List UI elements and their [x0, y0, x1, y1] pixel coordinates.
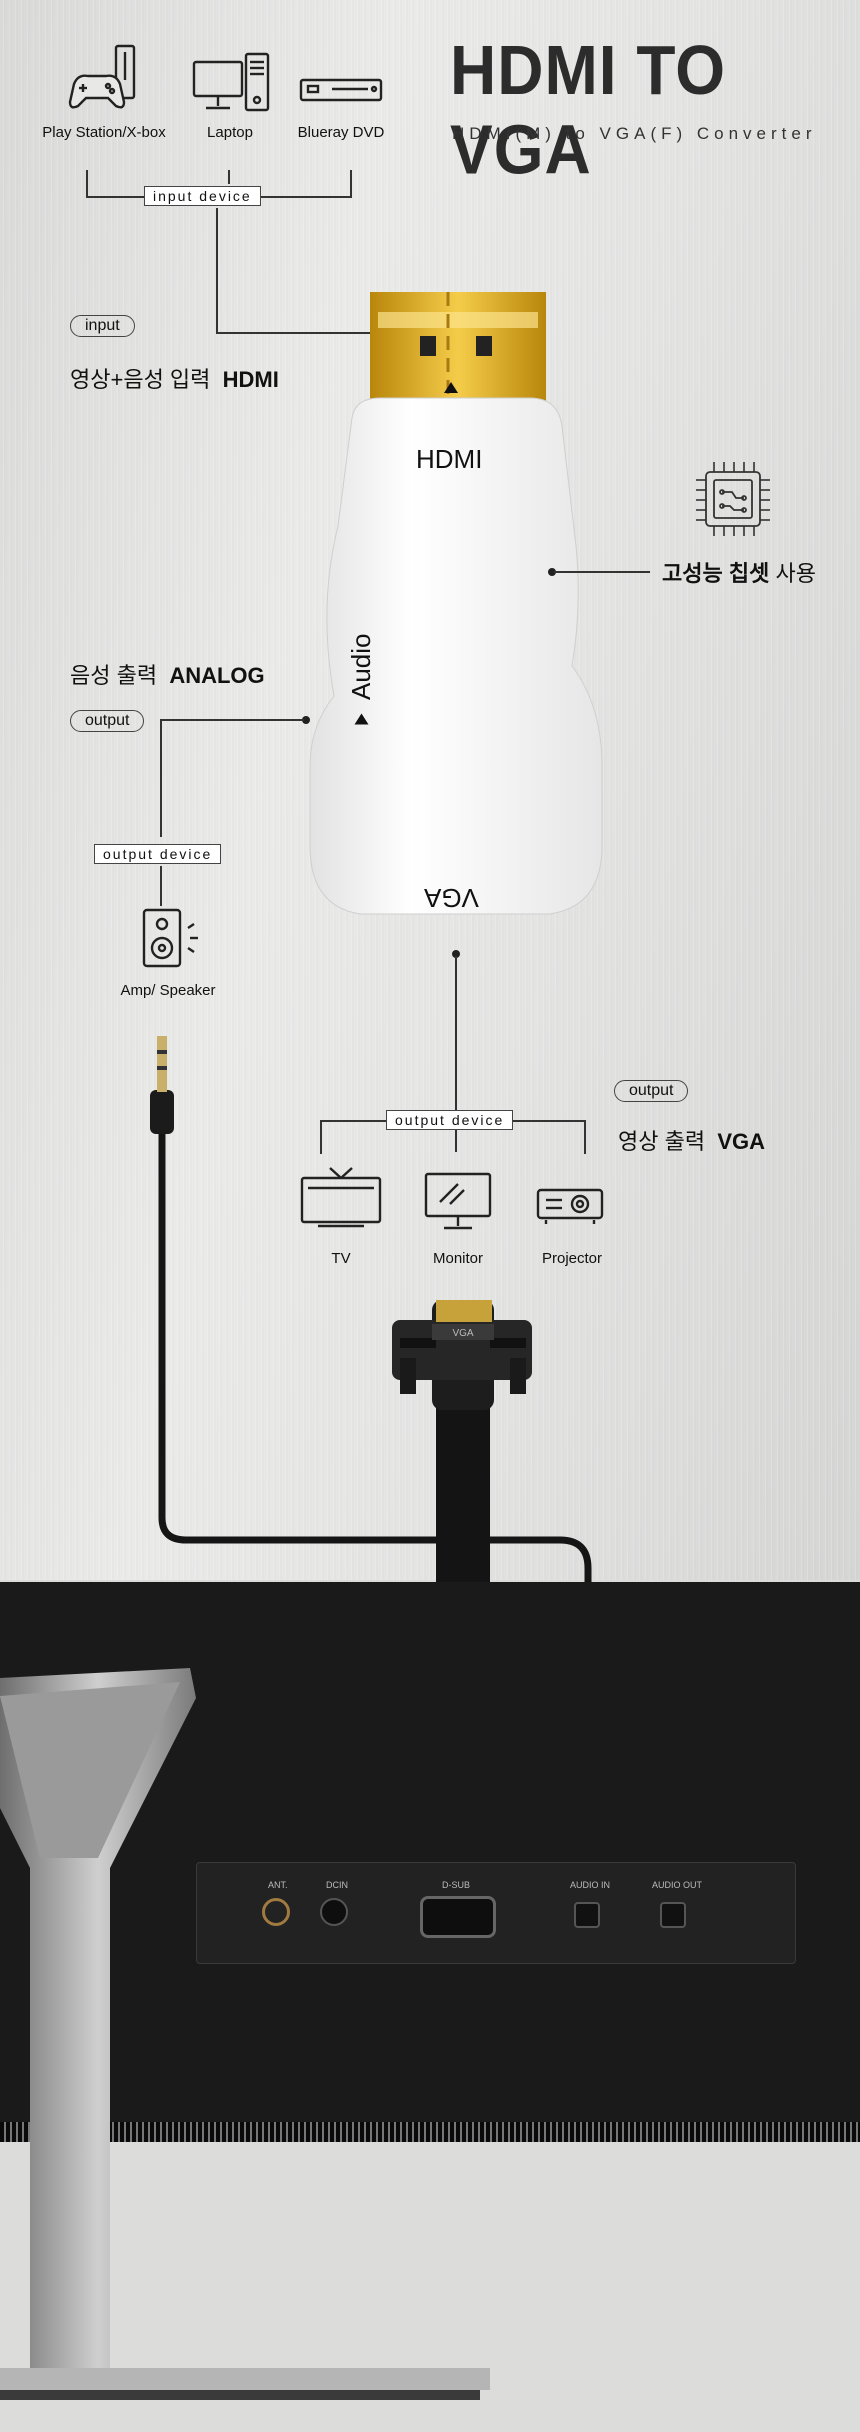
tv-icon: [298, 1164, 384, 1230]
video-output-device-label: Projector: [541, 1250, 603, 1267]
video-output-device-label: TV: [331, 1250, 351, 1267]
dsub-port-icon: [420, 1896, 496, 1938]
video-output-device-box: output device: [386, 1110, 514, 1130]
monitor-icon: [422, 1170, 494, 1234]
connector-line: [350, 170, 352, 198]
connector-line: [455, 1130, 457, 1152]
ant-port-icon: [262, 1898, 290, 1926]
input-description: 영상+음성 입력 HDMI: [70, 362, 279, 394]
hdmi-vga-adapter: [309, 292, 603, 915]
chipset-label-rest: 사용: [775, 561, 816, 586]
connector-line: [160, 719, 162, 837]
chipset-pointer-dot: [548, 568, 556, 576]
audio-label-ko: 음성 출력: [70, 663, 158, 688]
hdmi-arrow-icon: [444, 382, 458, 393]
audio-in-port-label: AUDIO IN: [570, 1880, 611, 1890]
video-output-description: 영상 출력 VGA: [618, 1124, 765, 1156]
video-output-device-label: Monitor: [432, 1250, 484, 1267]
connector-line: [160, 719, 304, 721]
video-label-ko: 영상 출력: [618, 1129, 706, 1154]
audio-label-en: ANALOG: [169, 663, 265, 688]
input-label-en: HDMI: [222, 367, 279, 392]
chip-icon: [692, 458, 774, 540]
dc-port-label: DCIN: [326, 1880, 348, 1890]
connector-line: [216, 208, 218, 334]
vga-port-label: VGA: [424, 883, 479, 913]
monitor-stand: [0, 1668, 490, 2400]
connector-line: [228, 170, 230, 184]
chipset-label-bold: 고성능 칩셋: [662, 561, 770, 586]
projector-icon: [534, 1184, 606, 1228]
audio-in-port-icon: [574, 1902, 600, 1928]
input-device-label: Laptop: [207, 124, 253, 141]
page-title: HDMI TO VGA: [450, 31, 727, 189]
desktop-computer-icon: [190, 52, 272, 118]
connector-line: [455, 956, 457, 1112]
video-label-en: VGA: [717, 1129, 765, 1154]
input-device-label: Play Station/X-box: [42, 124, 166, 141]
vga-pointer-dot: [452, 950, 460, 958]
hdmi-port-label: HDMI: [416, 444, 483, 474]
connector-line: [584, 1120, 586, 1154]
speaker-icon: [140, 906, 204, 970]
audio-port-label: Audio: [346, 633, 376, 701]
input-pill: input: [70, 315, 135, 337]
connector-line: [160, 866, 162, 906]
connector-line: [320, 1120, 322, 1154]
dc-port-icon: [320, 1898, 348, 1926]
dvd-player-icon: [298, 76, 384, 106]
input-label-ko: 영상+음성 입력: [70, 367, 211, 392]
connector-line: [216, 332, 430, 334]
audio-out-port-icon: [660, 1902, 686, 1928]
dsub-port-label: D-SUB: [442, 1880, 471, 1890]
audio-pointer-dot: [302, 716, 310, 724]
svg-text:VGA: VGA: [452, 1328, 473, 1339]
audio-output-device-box: output device: [94, 844, 222, 864]
monitor-port-strip: [196, 1862, 796, 1964]
connector-line: [554, 571, 650, 573]
audio-output-pill: output: [70, 710, 145, 732]
audio-arrow-icon: [354, 713, 369, 725]
monitor-vent-grille: [0, 2122, 860, 2142]
connector-line: [86, 170, 88, 198]
video-output-pill: output: [614, 1080, 689, 1102]
page-subtitle: HDMI(M) to VGA(F) Converter: [452, 124, 817, 143]
input-device-label: Blueray DVD: [297, 124, 385, 141]
audio-output-description: 음성 출력 ANALOG: [70, 658, 265, 690]
audio-output-device-label: Amp/ Speaker: [120, 982, 216, 999]
ant-port-label: ANT.: [268, 1880, 288, 1890]
audio-out-port-label: AUDIO OUT: [652, 1880, 703, 1890]
chipset-description: 고성능 칩셋 사용: [662, 556, 816, 588]
input-device-box: input device: [144, 186, 261, 206]
gamepad-icon: [66, 40, 142, 116]
